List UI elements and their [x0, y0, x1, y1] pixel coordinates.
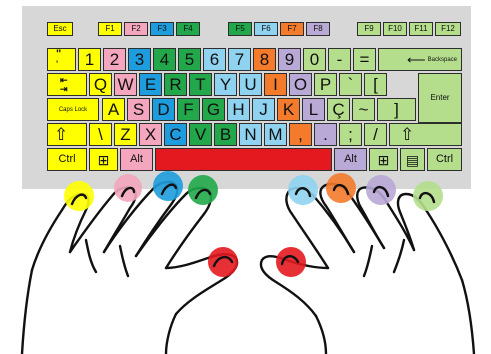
- left-finger-crease: [120, 246, 128, 276]
- right-finger-crease: [364, 246, 372, 276]
- left-palm-edge: [166, 314, 176, 354]
- right-wrist-edge: [462, 280, 474, 354]
- right-ring-tip-marker: [366, 175, 396, 205]
- right-thumb-tip-marker: [276, 247, 306, 277]
- right-palm-edge: [316, 316, 326, 354]
- right-finger-crease: [394, 240, 404, 272]
- right-pinky-tip-marker: [413, 181, 443, 211]
- left-finger-crease: [86, 240, 96, 272]
- right-index-tip-marker: [288, 175, 318, 205]
- left-wrist-edge: [22, 270, 32, 354]
- left-thumb-tip-marker: [208, 247, 238, 277]
- right-middle-tip-marker: [326, 173, 356, 203]
